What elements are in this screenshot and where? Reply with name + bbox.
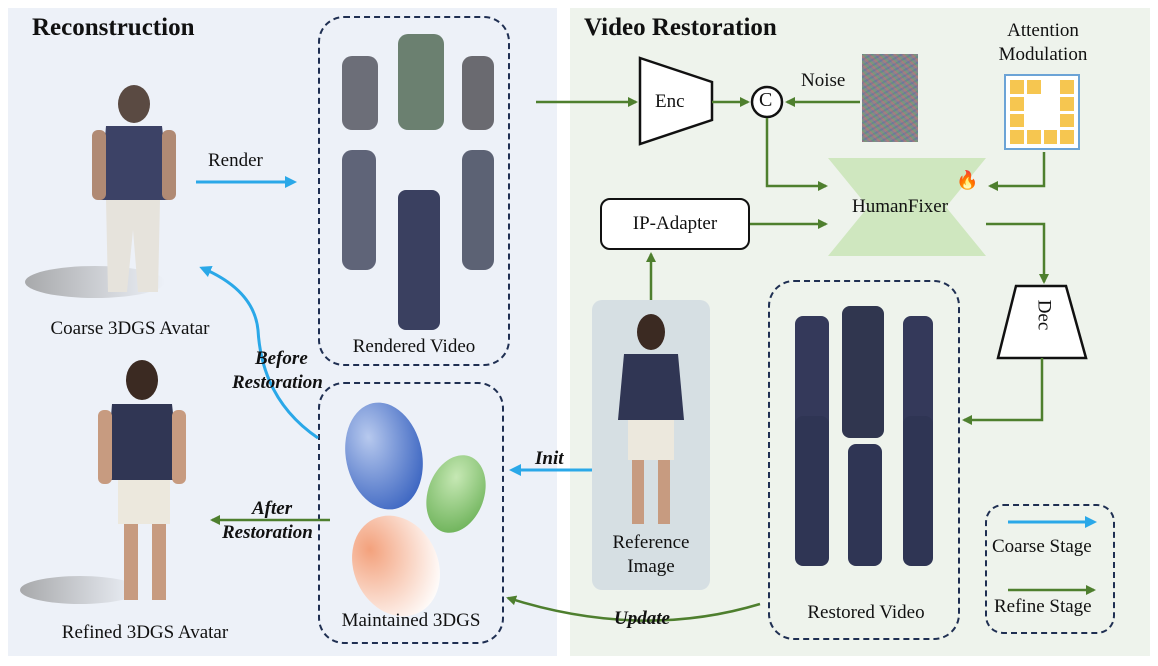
humanfixer-label: HumanFixer [852,196,949,217]
before-label-line2: Restoration [232,372,323,393]
rendered-video-frames [342,34,494,330]
concat-symbol: C [759,89,773,111]
arrow-before-restoration [199,265,319,440]
coarse-avatar-figure [25,85,176,298]
gaussian-blue [345,402,423,510]
refined-avatar-figure [20,360,186,604]
reference-label-line2: Image [627,556,675,577]
noise-label: Noise [801,70,846,91]
render-label: Render [208,150,263,171]
dec-label: Dec [1033,299,1055,331]
legend-coarse-label: Coarse Stage [992,536,1092,557]
video-restoration-title: Video Restoration [584,14,777,41]
humanfixer-block [828,158,986,256]
coarse-avatar-label: Coarse 3DGS Avatar [50,318,210,339]
fire-icon: 🔥 [956,170,979,190]
restored-video-group [768,280,960,640]
maintained-3dgs-label: Maintained 3DGS [341,610,481,631]
attention-label-line2: Modulation [998,44,1088,65]
before-label-line1: Before [255,348,308,369]
ip-adapter-box: IP-Adapter [600,198,750,250]
attention-matrix [1004,74,1080,150]
arrow-update [506,595,761,622]
legend-refine-label: Refine Stage [994,596,1092,617]
attention-label-line1: Attention [1007,20,1079,41]
arrow-humanfixer-to-dec [986,222,1049,284]
noise-image [862,54,918,142]
gaussian-orange [352,515,440,617]
reconstruction-title: Reconstruction [32,14,195,41]
encoder-block [638,56,714,146]
restored-video-label: Restored Video [807,602,925,623]
restored-video-frames [795,306,933,566]
maintained-3dgs-group [318,382,504,644]
rendered-video-group [318,16,510,366]
reference-image-figure [618,314,684,524]
update-label: Update [614,608,670,629]
reference-label-line1: Reference [612,532,690,553]
init-label: Init [535,448,564,469]
after-label-line2: Restoration [222,522,313,543]
refined-avatar-label: Refined 3DGS Avatar [61,622,229,643]
arrow-dec-to-restored [962,358,1044,425]
arrow-attention-to-humanfixer [988,152,1046,191]
decoder-block [996,284,1088,360]
rendered-video-label: Rendered Video [352,336,476,357]
legend-box [985,504,1115,634]
after-label-line1: After [252,498,293,519]
arrow-concat-to-humanfixer [765,118,828,191]
gaussian-green [426,455,486,533]
enc-label: Enc [655,91,685,112]
concat-node [750,85,784,119]
